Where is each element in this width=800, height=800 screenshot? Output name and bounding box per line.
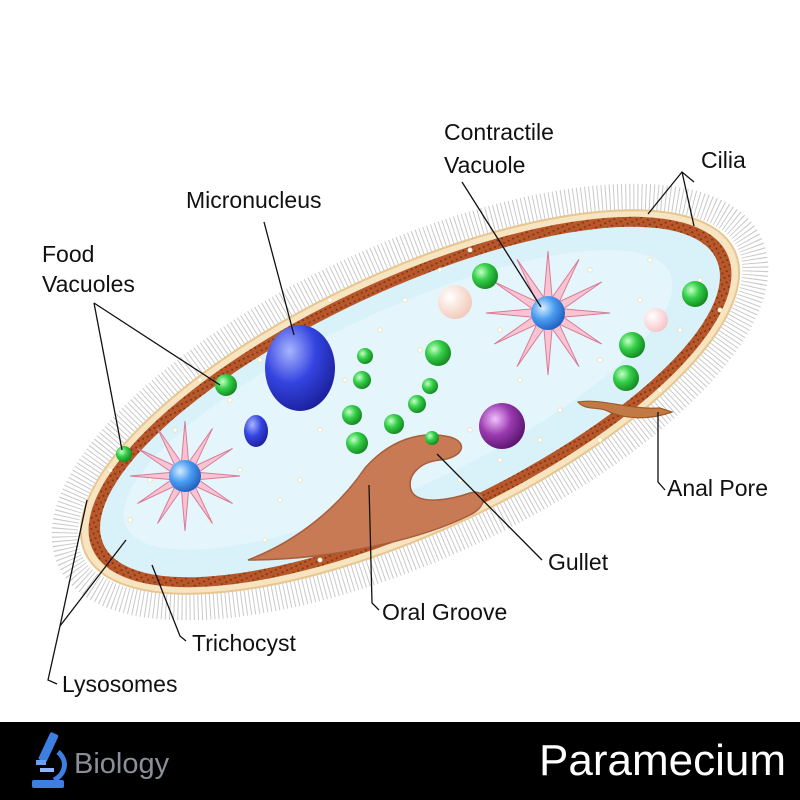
label-micronucleus: Micronucleus	[186, 187, 322, 213]
cilia-fringe	[51, 183, 769, 621]
macronucleus	[265, 325, 335, 411]
category-label: Biology	[74, 748, 170, 780]
leader-cilia-2	[681, 171, 695, 227]
label-cilia: Cilia	[701, 147, 746, 173]
contractile-vacuole-center	[531, 296, 565, 330]
vacuole-peach	[438, 285, 472, 319]
micronucleus	[244, 415, 268, 447]
microscope-icon	[32, 732, 67, 788]
leader-oral-groove	[368, 484, 380, 611]
vacuole-purple	[479, 403, 525, 449]
leader-lysosomes-1	[59, 499, 88, 627]
leader-contractile-vacuole	[461, 181, 542, 308]
contractile-vacuole-left	[129, 420, 241, 532]
label-gullet: Gullet	[548, 549, 609, 575]
page-title: Paramecium	[539, 736, 786, 785]
label-lysosomes: Lysosomes	[62, 671, 177, 697]
anal-pore-canal	[576, 400, 674, 419]
label-food-vacuoles-line2: Vacuoles	[42, 271, 135, 297]
leader-food-vacuoles-1	[93, 302, 221, 386]
label-food-vacuoles-line1: Food	[42, 241, 94, 267]
labels: Contractile Vacuole Cilia Micronucleus F…	[42, 119, 768, 697]
leader-micronucleus	[263, 221, 295, 336]
contractile-vacuole-center	[169, 460, 201, 492]
leader-anal-pore	[657, 412, 666, 491]
label-trichocyst: Trichocyst	[192, 630, 297, 656]
vacuole-pink	[644, 308, 668, 332]
leader-trichocyst	[151, 564, 187, 642]
food-vacuoles	[116, 263, 708, 462]
label-oral-groove: Oral Groove	[382, 599, 507, 625]
leader-food-vacuoles-2	[93, 302, 123, 451]
leader-lines	[47, 171, 695, 685]
leader-lysosomes-2	[59, 539, 127, 627]
gullet-shape	[247, 434, 484, 561]
label-contractile-vacuole-line1: Contractile	[444, 119, 554, 145]
label-anal-pore: Anal Pore	[667, 475, 768, 501]
label-contractile-vacuole-line2: Vacuole	[444, 152, 525, 178]
footer-bar: Biology Paramecium	[0, 722, 800, 800]
leader-lysosomes-3	[47, 625, 61, 685]
leader-gullet	[436, 453, 543, 561]
